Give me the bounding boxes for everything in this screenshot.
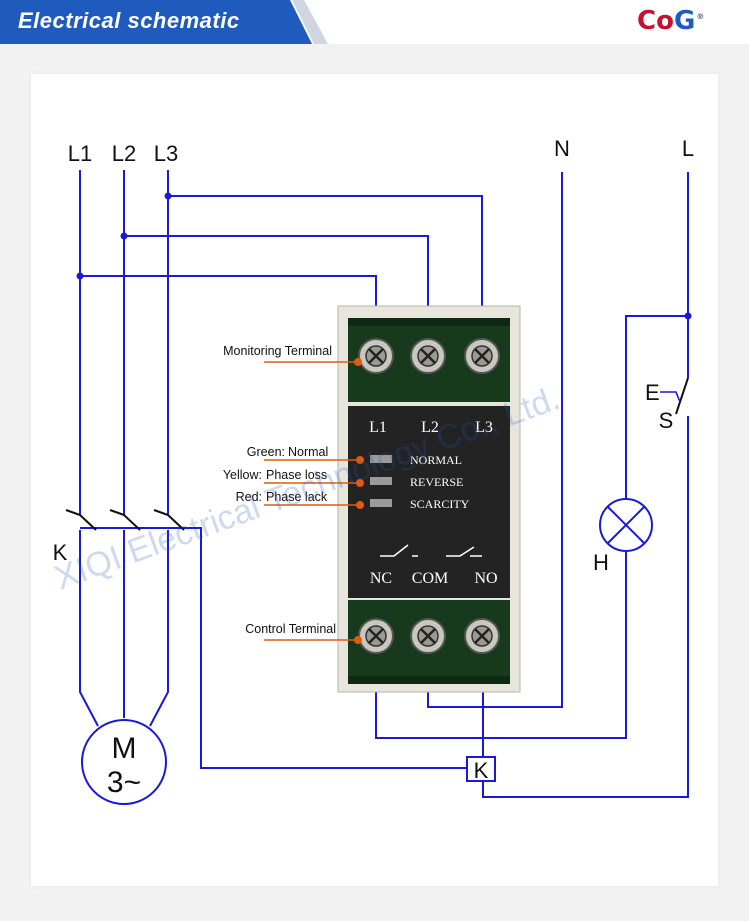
callout-lines <box>264 361 360 641</box>
coil-k-label: K <box>474 758 489 783</box>
page-title: Electrical schematic <box>18 8 240 33</box>
motor-symbol <box>81 719 167 805</box>
relay-device: L1 L2 L3 NORMAL REVERSE SCARCITY NC COM … <box>337 305 521 693</box>
wire-lamp-nc <box>375 552 627 739</box>
motor-label-bottom: 3~ <box>107 766 141 799</box>
label-l: L <box>682 136 694 161</box>
callout-monitoring: Monitoring Terminal <box>223 344 332 358</box>
junction-l1 <box>76 272 84 280</box>
wire-l2-tap <box>124 235 429 307</box>
brand-logo: CoG® <box>637 6 704 36</box>
bottom-screws <box>358 618 500 654</box>
device-label-l3: L3 <box>475 419 493 436</box>
contactor-label: K <box>53 540 68 565</box>
junction-l3 <box>164 192 172 200</box>
indicator-normal: NORMAL <box>410 453 462 467</box>
device-label-no: NO <box>474 570 497 587</box>
header-banner: Electrical schematic CoG® <box>0 0 749 44</box>
indicator-reverse: REVERSE <box>410 475 463 489</box>
indicator-scarcity: SCARCITY <box>410 497 470 511</box>
device-label-nc: NC <box>370 570 392 587</box>
switch-blade <box>675 377 689 415</box>
wire-n <box>427 172 563 708</box>
title-tab <box>0 0 312 44</box>
top-screws <box>358 338 500 374</box>
callout-red-val: Phase lack <box>266 490 328 504</box>
contact-2 <box>109 509 141 531</box>
label-l2: L2 <box>112 141 136 166</box>
label-n: N <box>554 136 570 161</box>
led-reverse <box>370 477 392 485</box>
device-label-l1: L1 <box>369 419 387 436</box>
contact-3 <box>153 509 185 531</box>
logo-g: G <box>673 6 696 36</box>
device-label-l2: L2 <box>421 419 439 436</box>
wire-l1-lower <box>79 530 99 727</box>
logo-o: o <box>656 6 674 36</box>
device-label-com: COM <box>412 570 448 587</box>
wire-coil-feed <box>80 527 467 769</box>
wire-lamp-feed <box>625 315 688 498</box>
junction-l <box>684 312 692 320</box>
logo-reg: ® <box>696 12 705 22</box>
callout-green-key: Green: <box>247 445 285 459</box>
callout-control: Control Terminal <box>245 622 336 636</box>
wire-l3-lower <box>149 530 169 727</box>
switch-symbol: E <box>645 380 660 405</box>
nc-contact-symbol <box>380 544 418 557</box>
wire-l3-tap <box>168 195 483 307</box>
led-scarcity <box>370 499 392 507</box>
label-l1: L1 <box>68 141 92 166</box>
logo-c: C <box>637 6 657 36</box>
junctions <box>76 192 692 320</box>
lamp-label: H <box>593 550 609 575</box>
motor-label-top: M <box>112 732 137 765</box>
contact-1 <box>65 509 97 531</box>
lamp-cross <box>607 506 645 544</box>
contactor-contacts <box>65 509 185 531</box>
led-normal <box>370 455 392 463</box>
switch-actuator <box>660 391 681 403</box>
wire-l1-tap <box>80 275 377 307</box>
callout-yellow-key: Yellow: <box>223 468 262 482</box>
wire-l-lower <box>482 416 689 798</box>
junction-l2 <box>120 232 128 240</box>
label-l3: L3 <box>154 141 178 166</box>
callout-dots <box>354 358 364 644</box>
switch-label: S <box>659 408 674 433</box>
callout-yellow-val: Phase loss <box>266 468 327 482</box>
coil-k <box>466 756 496 782</box>
no-contact-symbol <box>446 546 482 557</box>
callout-red-key: Red: <box>236 490 262 504</box>
wires <box>79 170 689 798</box>
callout-green-val: Normal <box>288 445 328 459</box>
